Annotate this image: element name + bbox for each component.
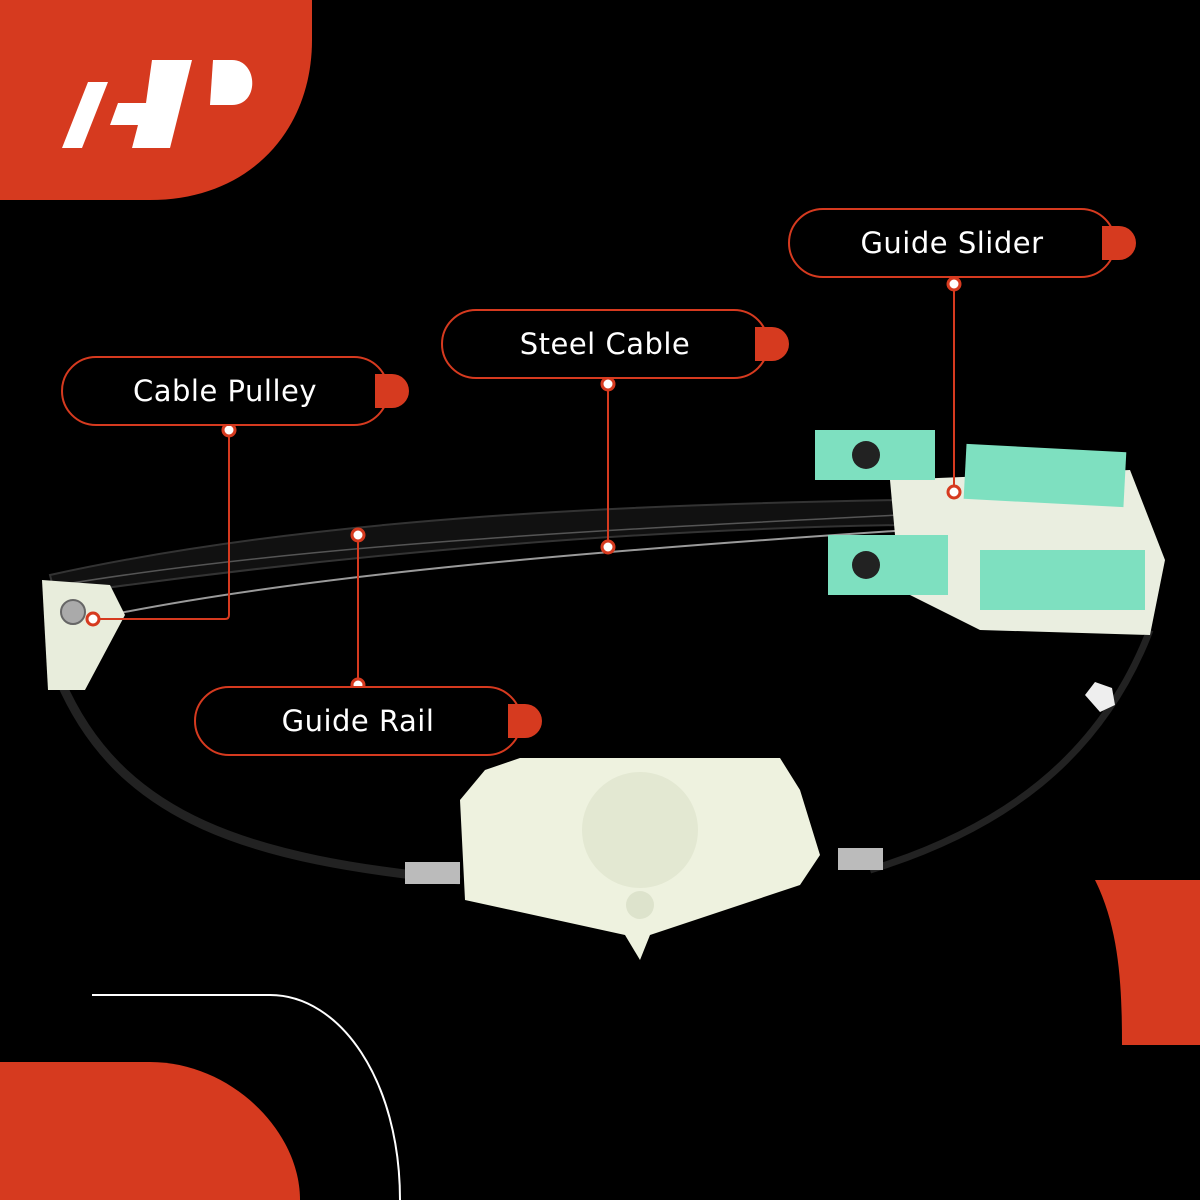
steel-cable (94, 527, 941, 619)
spring (838, 848, 883, 870)
lower-cable-right (868, 628, 1154, 874)
label-cable-pulley: Cable Pulley (61, 356, 409, 426)
label-text: Cable Pulley (132, 374, 318, 408)
callout-lines (93, 284, 955, 685)
label-tab (755, 327, 789, 361)
cable-clip (1085, 682, 1115, 712)
cable-pulley (42, 580, 125, 690)
label-guide-rail: Guide Rail (194, 686, 542, 756)
spring (405, 862, 460, 884)
decorative-curve-line (92, 994, 401, 1200)
label-text: Steel Cable (519, 327, 691, 361)
label-tab (508, 704, 542, 738)
callout-dots (85, 276, 962, 693)
label-tab (375, 374, 409, 408)
corner-shape-bottom-left (0, 1062, 300, 1200)
corner-shape-right (1095, 880, 1200, 1045)
lower-cable (55, 678, 461, 885)
guide-slider (815, 430, 1165, 635)
regulator-housing (460, 758, 820, 960)
brand-logo (62, 60, 253, 148)
label-steel-cable: Steel Cable (441, 309, 789, 379)
label-text: Guide Rail (281, 704, 435, 738)
label-tab (1102, 226, 1136, 260)
label-guide-slider: Guide Slider (788, 208, 1136, 278)
label-text: Guide Slider (860, 226, 1044, 260)
